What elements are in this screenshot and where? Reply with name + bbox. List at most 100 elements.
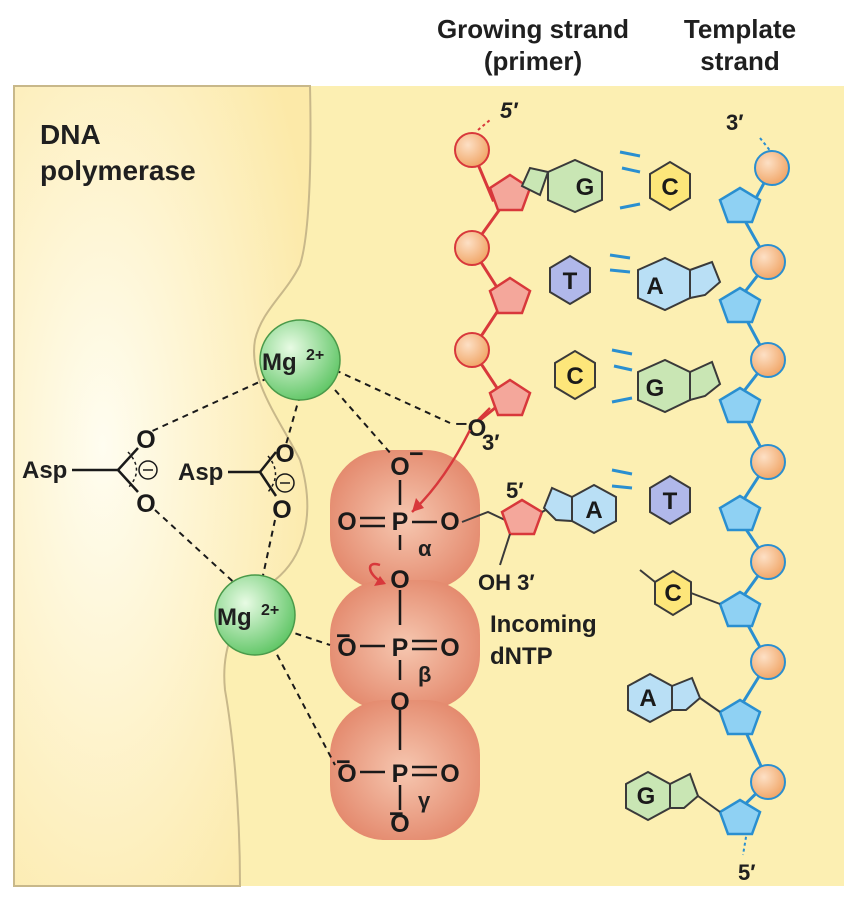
primer-phosphates [454,132,490,368]
svg-text:O: O [275,440,294,468]
template-strand-title: Template [684,14,796,44]
unpaired-base-2: A [639,685,656,712]
svg-text:−: − [336,748,351,776]
primer-base-1: G [576,174,595,201]
svg-text:O: O [272,496,291,524]
mg-upper-symbol: Mg [262,349,297,376]
phosphate-sphere [750,342,786,378]
template-phosphates [750,150,790,800]
sugar-pentagon [718,590,762,628]
svg-text:−: − [409,440,424,468]
svg-text:O: O [390,566,409,594]
svg-text:−: − [336,622,351,650]
triphosphate-atoms: O − O P O O O − P O O O − P O O − [336,440,460,838]
sugar-pentagon [488,276,532,315]
phosphate-sphere [454,230,490,266]
svg-text:O: O [390,453,409,481]
asp-right: Asp O O [178,440,295,524]
sugar-pentagon [718,186,762,224]
template-strand-5prime: 5′ [738,860,756,885]
template-backbone [732,167,774,831]
mg-ion-lower: Mg 2+ [214,574,296,656]
svg-text:−: − [389,800,404,828]
phosphate-sphere [750,244,786,280]
template-base-2: A [646,273,663,300]
template-unpaired-bases: C A G [625,569,721,822]
primer-bases: G T C [520,158,603,401]
sugar-pentagon [718,386,762,424]
svg-text:O: O [440,760,459,788]
growing-strand-subtitle: (primer) [484,46,582,76]
svg-text:O: O [337,634,356,662]
template-strand-3prime: 3′ [726,110,744,135]
mg-lower-charge: 2+ [261,602,279,619]
growing-strand-title: Growing strand [437,14,629,44]
mg-ion-upper: Mg 2+ [259,319,341,401]
svg-text:O: O [136,426,155,454]
phosphate-sphere [750,644,786,680]
svg-text:P: P [392,760,409,788]
asp-left: Asp O O [22,426,158,518]
phosphate-sphere [454,132,490,168]
primer-oxygen: ⁻O [455,415,486,442]
sugar-pentagon [718,494,762,532]
base-T-ring [549,254,591,306]
growing-strand-5prime: 5′ [500,98,519,123]
beta-label: β [418,662,431,687]
sugar-pentagon [718,698,762,736]
base-C-ring [654,569,692,617]
asp-right-label: Asp [178,459,223,486]
base-G-ring [547,158,603,214]
polymerase-region [13,85,312,887]
primer-base-3: C [566,363,583,390]
phosphate-sphere [750,444,786,480]
phosphate-sphere [754,150,790,186]
incoming-label-line1: Incoming [490,611,597,638]
incoming-label-line2: dNTP [490,643,553,670]
template-sugars [718,186,762,836]
svg-text:O: O [440,508,459,536]
triphosphate [360,480,437,810]
svg-text:O: O [440,634,459,662]
template-bases: C A G T [637,160,722,526]
unpaired-base-1: C [664,580,681,607]
mg-lower-symbol: Mg [217,604,252,631]
incoming-oh-3prime: OH 3′ [478,570,535,595]
primer-3prime: 3′ [482,430,500,455]
svg-text:O: O [337,760,356,788]
primer-base-2: T [563,268,578,295]
unpaired-base-3: G [637,783,656,810]
base-C-ring [649,160,691,212]
phosphate-sphere [750,764,786,800]
phosphate-sphere [454,332,490,368]
svg-text:O: O [337,508,356,536]
svg-text:P: P [392,508,409,536]
svg-text:P: P [392,634,409,662]
alpha-label: α [418,536,432,561]
base-T-ring [649,474,691,526]
svg-text:O: O [390,810,409,838]
primer-sugars [488,173,532,417]
mg-upper-charge: 2+ [306,347,324,364]
template-strand-subtitle: strand [700,46,779,76]
template-base-4: T [663,488,678,515]
sugar-pentagon [718,798,762,836]
dntp-blob [330,450,480,840]
sugar-pentagon [718,286,762,324]
svg-text:O: O [136,490,155,518]
polymerase-label-line1: DNA [40,119,101,150]
phosphate-sphere [750,544,786,580]
hydrogen-bonds [609,150,641,490]
template-base-1: C [661,174,678,201]
base-C-ring [554,349,596,401]
polymerase-label-line2: polymerase [40,155,196,186]
sugar-pentagon [488,378,532,417]
asp-left-label: Asp [22,457,67,484]
coordination-bonds [149,369,451,766]
incoming-base: A [585,497,602,524]
incoming-5prime: 5′ [506,478,524,503]
template-base-3: G [646,375,665,402]
gamma-label: γ [418,788,431,813]
